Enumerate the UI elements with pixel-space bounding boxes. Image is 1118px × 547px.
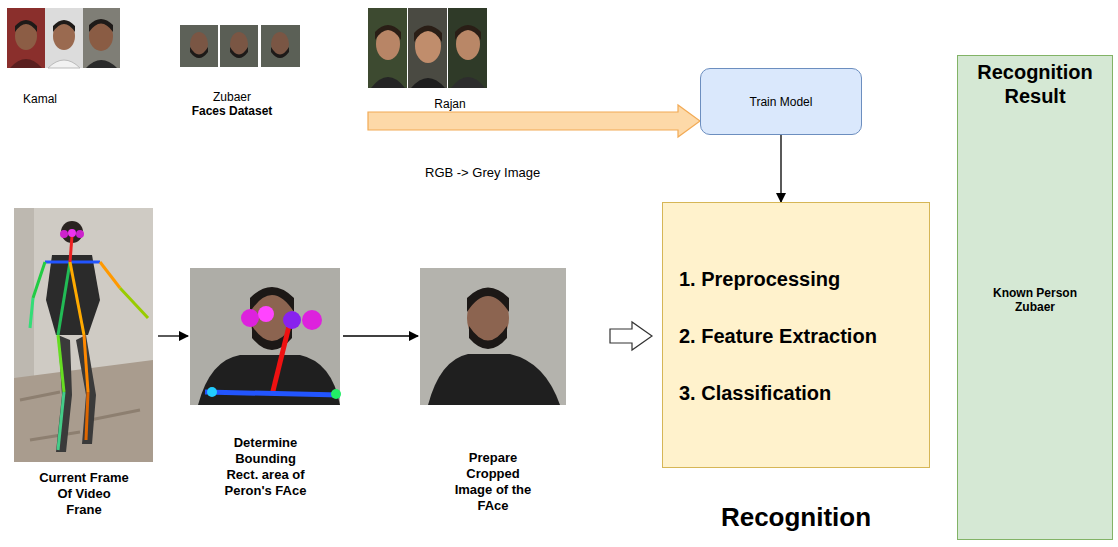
step-item: 1. Preprocessing xyxy=(679,265,917,293)
video-frame-photo xyxy=(14,208,153,462)
zubaer-photos xyxy=(180,25,300,67)
step-caption: Prepare Cropped Image of the FAce xyxy=(453,450,533,514)
kamal-photos xyxy=(7,8,120,68)
dataset-title: Faces Dataset xyxy=(192,104,273,118)
result-text: Known Person Zubaer xyxy=(989,286,1081,314)
hollow-arrow xyxy=(610,322,652,350)
photo-step: Prepare Cropped Image of the FAce xyxy=(418,265,568,530)
person-name: Kamal xyxy=(23,92,57,106)
flow-arrow xyxy=(780,135,781,202)
photo-step: Determine Bounding Rect. area of Peron's… xyxy=(188,265,343,530)
photo-step: Current Frame Of Video Frane xyxy=(10,205,158,545)
rajan-photos xyxy=(368,8,487,88)
recognition-box: 1. Preprocessing 2. Feature Extraction 3. … xyxy=(662,202,930,468)
bounding-area-photo xyxy=(190,268,341,405)
step-caption: Current Frame Of Video Frane xyxy=(38,470,130,518)
cropped-face-photo xyxy=(420,268,566,405)
person-name: Rajan xyxy=(434,97,465,111)
block-arrow xyxy=(368,105,700,137)
flow-arrow xyxy=(343,335,418,336)
result-panel: Recognition ResultKnown Person Zubaer xyxy=(957,55,1113,540)
person-name: Zubaer xyxy=(213,90,251,104)
box-label: Train Model xyxy=(742,95,821,109)
process-box: Train Model xyxy=(700,68,862,135)
step-item: 2. Feature Extraction xyxy=(679,322,917,350)
step-caption: Determine Bounding Rect. area of Peron's… xyxy=(222,435,310,499)
dataset-group: KamalZubaerFaces DatasetRajan xyxy=(0,0,495,112)
flow-arrow xyxy=(158,335,188,336)
recognition-block: 1. Preprocessing 2. Feature Extraction 3. … xyxy=(662,202,930,532)
panel-heading: Recognition Result xyxy=(958,56,1112,108)
note-label: RGB -> Grey Image xyxy=(425,165,540,181)
block-heading: Recognition xyxy=(662,502,930,532)
step-item: 3. Classification xyxy=(679,379,917,407)
